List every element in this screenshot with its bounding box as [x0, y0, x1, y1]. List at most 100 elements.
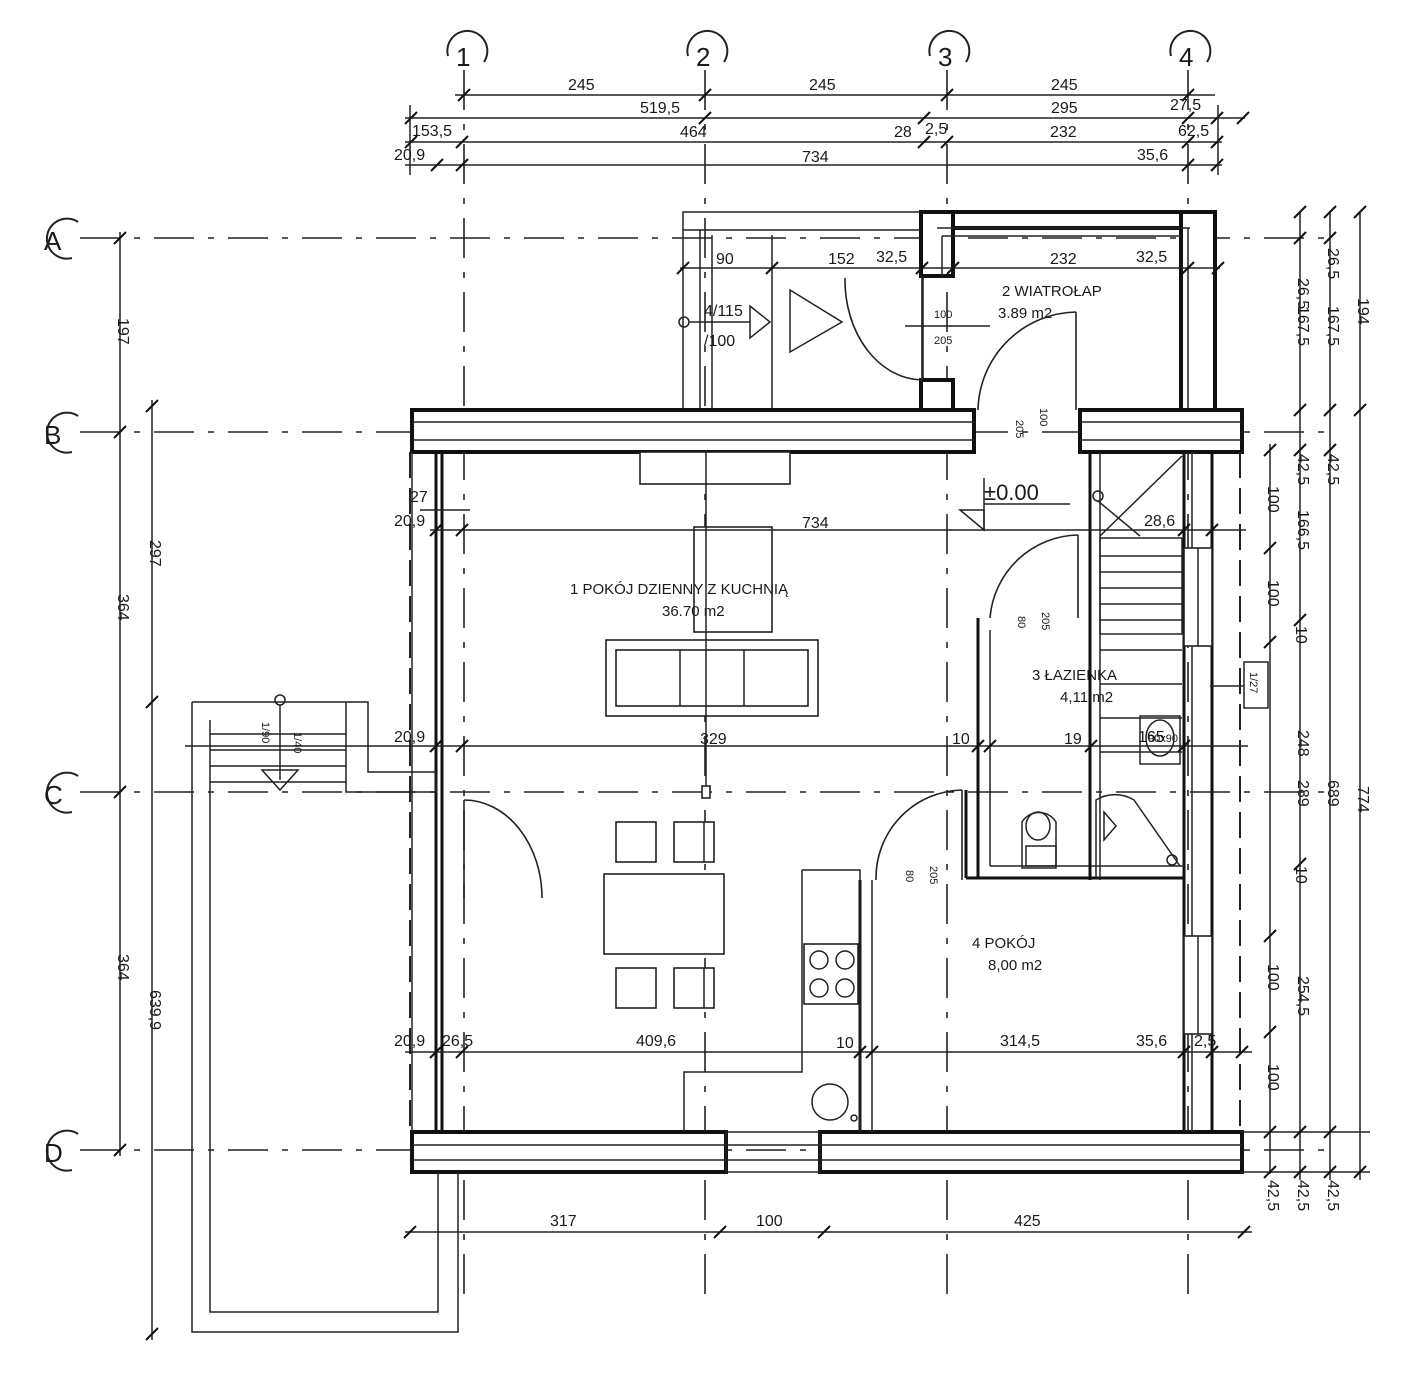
svg-text:166,5: 166,5: [1294, 510, 1311, 550]
axis-bubbles-columns: 1 2 3 4: [446, 29, 1212, 72]
dimensions-top: 245 245 245 519,5 295 27,5 153,5 464 28 …: [394, 77, 1250, 175]
svg-text:2,5: 2,5: [925, 121, 947, 138]
svg-text:1/90: 1/90: [259, 722, 271, 743]
axis-bubble-4: 4: [1169, 29, 1212, 72]
svg-text:4 POKÓJ: 4 POKÓJ: [972, 935, 1035, 952]
svg-text:100: 100: [1264, 580, 1281, 607]
svg-text:20,9: 20,9: [394, 1033, 425, 1050]
sofa: [605, 639, 819, 717]
dimensions-interior: 27 20,9 734 28,6 20,9 329 10 19 165 20,9…: [185, 489, 1252, 1059]
svg-text:±0.00: ±0.00: [984, 480, 1039, 505]
svg-text:4/115: 4/115: [704, 303, 743, 320]
svg-text:4,11 m2: 4,11 m2: [1060, 689, 1113, 706]
dining-table: [603, 821, 725, 1009]
svg-text:42,5: 42,5: [1294, 454, 1311, 485]
svg-text:35,6: 35,6: [1137, 147, 1168, 164]
svg-text:90: 90: [716, 251, 734, 268]
svg-text:639,9: 639,9: [146, 990, 163, 1030]
svg-text:774: 774: [1354, 786, 1371, 813]
window-tag-right: 1/27: [1210, 661, 1269, 709]
room-label-1: 1 POKÓJ DZIENNY Z KUCHNIĄ 36.70 m2: [570, 581, 789, 620]
svg-text:205: 205: [1013, 420, 1025, 438]
svg-text:1/40: 1/40: [291, 732, 303, 753]
svg-text:26,5: 26,5: [1294, 278, 1311, 309]
svg-text:689: 689: [1324, 780, 1341, 807]
svg-text:20,9: 20,9: [394, 147, 425, 164]
svg-text:254,5: 254,5: [1294, 976, 1311, 1016]
svg-text:1: 1: [456, 42, 470, 72]
bathroom-fixtures: 90x90: [1021, 715, 1181, 878]
terrace: 1/90 1/40: [191, 694, 459, 1333]
svg-text:100: 100: [934, 309, 952, 321]
svg-text:80: 80: [1015, 616, 1027, 628]
svg-text:245: 245: [809, 77, 836, 94]
svg-text:42,5: 42,5: [1264, 1180, 1281, 1211]
svg-text:10: 10: [1292, 866, 1309, 884]
svg-text:3.89 m2: 3.89 m2: [998, 305, 1052, 322]
axis-bubble-B: B: [44, 411, 79, 454]
svg-text:205: 205: [1039, 612, 1051, 630]
svg-text:42,5: 42,5: [1324, 454, 1341, 485]
svg-text:3: 3: [938, 42, 952, 72]
svg-text:295: 295: [1051, 100, 1078, 117]
axis-bubble-D: D: [44, 1129, 79, 1172]
svg-text:197: 197: [114, 318, 131, 345]
svg-text:62,5: 62,5: [1178, 123, 1209, 140]
svg-text:519,5: 519,5: [640, 100, 680, 117]
axis-bubble-2: 2: [686, 29, 729, 72]
svg-text:A: A: [44, 226, 62, 256]
svg-text:26,5: 26,5: [442, 1033, 473, 1050]
svg-text:425: 425: [1014, 1213, 1041, 1230]
svg-text:364: 364: [114, 594, 131, 621]
svg-text:2: 2: [696, 42, 710, 72]
svg-text:165: 165: [1138, 729, 1165, 746]
vestibule-walls: [682, 210, 1217, 412]
svg-text:100: 100: [756, 1213, 783, 1230]
vestibule-door: 100 205: [844, 276, 990, 381]
svg-text:734: 734: [802, 149, 829, 166]
svg-text:167,5: 167,5: [1324, 306, 1341, 346]
svg-text:10: 10: [1292, 626, 1309, 644]
svg-text:10: 10: [836, 1035, 854, 1052]
svg-text:32,5: 32,5: [1136, 249, 1167, 266]
svg-text:8,00 m2: 8,00 m2: [988, 957, 1042, 974]
axis-bubble-A: A: [44, 217, 79, 260]
svg-text:36.70 m2: 36.70 m2: [662, 603, 725, 620]
dimensions-left: 197 364 364 297 639,9: [113, 231, 163, 1341]
svg-text:232: 232: [1050, 251, 1077, 268]
svg-text:35,6: 35,6: [1136, 1033, 1167, 1050]
svg-text:28,6: 28,6: [1144, 513, 1175, 530]
svg-text:32,5: 32,5: [876, 249, 907, 266]
svg-text:20,9: 20,9: [394, 729, 425, 746]
kitchen-hood: [639, 451, 791, 485]
tv-unit: [693, 526, 773, 633]
svg-text:205: 205: [927, 866, 939, 884]
room4-door: 80 205: [875, 789, 963, 884]
svg-text:289: 289: [1294, 780, 1311, 807]
svg-text:20,9: 20,9: [394, 513, 425, 530]
vestibule-window-marks: 4/115 /100: [678, 288, 844, 354]
svg-text:26,5: 26,5: [1324, 248, 1341, 279]
svg-text:248: 248: [1294, 730, 1311, 757]
svg-text:1 POKÓJ DZIENNY Z KUCHNIĄ: 1 POKÓJ DZIENNY Z KUCHNIĄ: [570, 581, 789, 598]
svg-text:464: 464: [680, 124, 707, 141]
stair: [1099, 455, 1183, 753]
svg-text:80: 80: [903, 870, 915, 882]
svg-text:194: 194: [1354, 298, 1371, 325]
svg-text:409,6: 409,6: [636, 1033, 676, 1050]
dimensions-right: 100 100 248 100 100 289 26,5 167,5 42,5 …: [1240, 205, 1371, 1211]
axis-bubble-3: 3: [928, 29, 971, 72]
svg-text:D: D: [44, 1138, 63, 1168]
terrace-door: [463, 799, 543, 899]
room-label-3: 3 ŁAZIENKA 4,11 m2: [1032, 667, 1117, 706]
svg-text:10: 10: [952, 731, 970, 748]
dimensions-bottom: 317 100 425: [403, 1213, 1252, 1239]
svg-text:42,5: 42,5: [1294, 1180, 1311, 1211]
column-marker: [701, 785, 711, 799]
svg-text:C: C: [44, 780, 63, 810]
axis-bubbles-rows: A B C D: [44, 217, 79, 1172]
svg-text:4: 4: [1179, 42, 1193, 72]
svg-text:314,5: 314,5: [1000, 1033, 1040, 1050]
svg-text:2,5: 2,5: [1194, 1033, 1216, 1050]
